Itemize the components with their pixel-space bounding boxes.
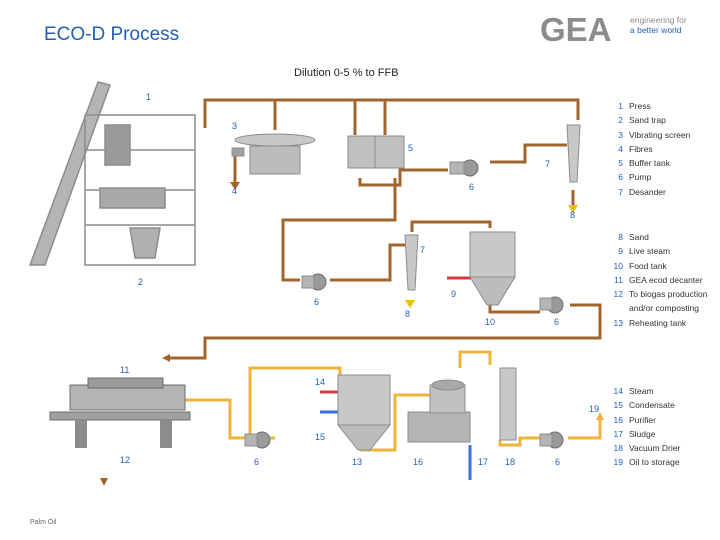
label-14: 14: [315, 377, 325, 387]
label-19: 19: [589, 404, 599, 414]
purifier: [407, 379, 471, 443]
label-6a: 6: [469, 182, 474, 192]
reheating-tank: [336, 374, 392, 451]
buffer-tank: [347, 135, 405, 169]
pipe-pump-to-desander2: [330, 243, 405, 282]
label-7b: 7: [420, 245, 425, 255]
pipe-feed-to-pump: [488, 305, 540, 314]
label-17: 17: [478, 457, 488, 467]
diagram-subtitle: Dilution 0-5 % to FFB: [294, 67, 399, 79]
pipe-drier-to-pump: [498, 436, 545, 447]
pipe-pump-to-reheat: [248, 366, 342, 440]
label-6b: 6: [314, 297, 319, 307]
decanter: [49, 377, 191, 448]
label-1: 1: [146, 92, 151, 102]
label-8b: 8: [405, 309, 410, 319]
label-6c: 6: [554, 317, 559, 327]
pipe-pump-to-desander: [490, 143, 567, 164]
pipe-buffer-to-pump: [358, 168, 448, 187]
pump-3: [539, 296, 564, 314]
number-labels: 1 2 3 4 5 6 7 8 7 6 8 9 10 6 11 12 14 15…: [120, 92, 599, 467]
label-5: 5: [408, 143, 413, 153]
vacuum-drier: [499, 367, 517, 441]
label-6e: 6: [555, 457, 560, 467]
press-body: [99, 187, 166, 209]
desander-1: [566, 124, 581, 183]
label-13: 13: [352, 457, 362, 467]
pipe-oil-to-storage: [568, 420, 602, 440]
logo-brand: GEA: [540, 11, 612, 45]
desander-2: [404, 234, 419, 291]
pipe-purifier-to-drier: [458, 350, 492, 368]
logo-tagline-2: a better world: [630, 25, 682, 35]
pipe-decanter-to-pump: [180, 398, 255, 440]
arrow-sand-2: [405, 300, 415, 308]
pipe-desander2-to-feed: [410, 220, 492, 232]
label-2: 2: [138, 277, 143, 287]
gea-logo: GEA engineering for a better world: [540, 11, 687, 45]
label-9: 9: [451, 289, 456, 299]
label-18: 18: [505, 457, 515, 467]
feed-tank: [469, 231, 516, 306]
label-11: 11: [120, 365, 129, 375]
sand-trap: [129, 227, 161, 259]
label-4: 4: [232, 186, 237, 196]
label-7a: 7: [545, 159, 550, 169]
press-equipment: [28, 81, 196, 266]
label-10: 10: [485, 317, 495, 327]
label-12: 12: [120, 455, 130, 465]
pipe-press-to-screen: [203, 98, 580, 128]
pump-4: [244, 431, 271, 449]
arrow-sand-1: [568, 205, 578, 213]
page-title: ECO-D Process: [44, 24, 180, 45]
pump-1: [449, 159, 479, 177]
label-16: 16: [413, 457, 423, 467]
arrow-return: [162, 354, 170, 362]
arrows: [100, 182, 240, 486]
pipe-pump-to-return: [170, 303, 602, 360]
arrow-oil-storage: [596, 412, 604, 420]
pump-2: [301, 273, 327, 291]
label-8a: 8: [570, 210, 575, 220]
label-3: 3: [232, 121, 237, 131]
press-conveyor: [28, 81, 111, 266]
pump-5: [539, 431, 564, 449]
arrow-fibres: [230, 182, 240, 190]
arrow-biogas: [100, 478, 108, 486]
footer-text: Palm Oil: [30, 519, 57, 526]
vibrating-screen: [231, 133, 316, 175]
press-hopper: [104, 124, 131, 166]
legend-item: and/or composting: [629, 303, 699, 314]
logo-tagline-1: engineering for: [630, 15, 687, 25]
label-15: 15: [315, 432, 325, 442]
label-6d: 6: [254, 457, 259, 467]
pipe-to-second-line: [281, 178, 397, 282]
